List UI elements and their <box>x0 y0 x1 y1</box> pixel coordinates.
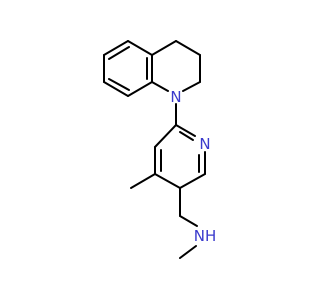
bond <box>151 40 177 56</box>
bond <box>151 81 169 92</box>
bond <box>175 124 196 137</box>
bond <box>103 81 129 97</box>
molecule-structure: N N NH <box>103 40 217 259</box>
methylaminomethyl-chain <box>179 187 198 259</box>
pyridine-ring <box>154 124 206 189</box>
double-bond-inner <box>108 46 130 60</box>
bond <box>179 215 198 227</box>
benzene-ring <box>103 40 153 97</box>
methyl-bond <box>130 173 156 189</box>
bond <box>154 124 177 148</box>
bond <box>154 173 181 189</box>
double-bond-inner <box>108 78 130 91</box>
bond <box>175 40 201 56</box>
bond <box>103 40 129 56</box>
saturated-ring <box>151 40 201 92</box>
bond <box>179 245 197 259</box>
amine-label: NH <box>194 227 217 245</box>
bond <box>179 173 206 189</box>
bond <box>127 40 153 56</box>
bond <box>127 81 153 97</box>
pyridine-nitrogen-label: N <box>199 135 210 153</box>
ring-nitrogen-label: N <box>170 88 181 106</box>
bond <box>182 81 201 92</box>
double-bond-inner <box>179 131 194 141</box>
